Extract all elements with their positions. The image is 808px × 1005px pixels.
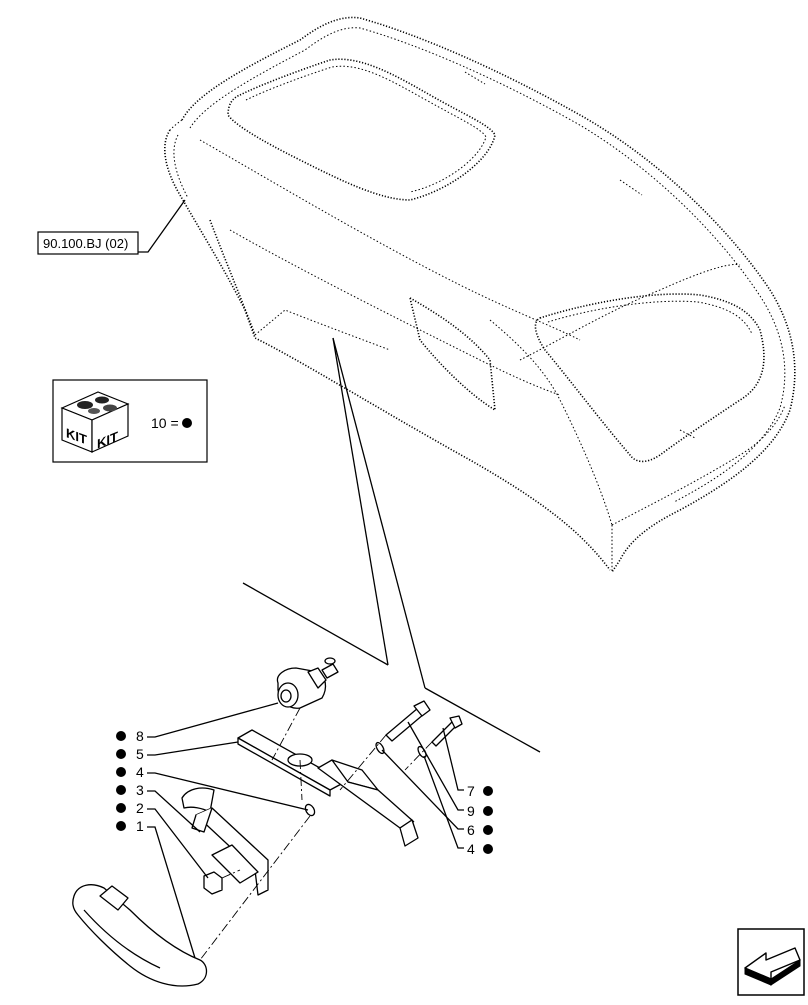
kit-legend-box: KIT KIT 10 = <box>52 379 208 463</box>
svg-text:4: 4 <box>136 764 144 780</box>
callout-right-4[interactable]: 4 <box>423 755 493 857</box>
kit-marker-dot <box>483 806 493 816</box>
callout-left-8[interactable]: 8 <box>116 702 279 744</box>
callouts-left: 8 5 4 3 2 1 <box>116 702 309 959</box>
part-4-washer-left <box>304 803 316 817</box>
kit-legend-label: 10 = <box>151 415 179 431</box>
part-9-bolt <box>431 715 463 747</box>
kit-marker-dot <box>483 786 493 796</box>
svg-text:5: 5 <box>136 746 144 762</box>
callout-right-9[interactable]: 9 <box>407 721 493 819</box>
kit-marker-dot <box>116 803 126 813</box>
kit-legend-dot <box>182 418 192 428</box>
reference-label-box <box>37 231 139 255</box>
svg-text:3: 3 <box>136 782 144 798</box>
kit-marker-dot <box>116 821 126 831</box>
kit-marker-dot <box>116 767 126 777</box>
kit-marker-dot <box>483 844 493 854</box>
reference-label-group: 90.100.BJ (02) <box>37 199 186 255</box>
callout-left-1[interactable]: 1 <box>116 818 196 959</box>
svg-text:9: 9 <box>467 803 475 819</box>
callouts-right: 7 9 6 4 <box>381 721 493 857</box>
svg-text:8: 8 <box>136 728 144 744</box>
callout-left-5[interactable]: 5 <box>116 741 239 762</box>
part-2-nut <box>203 871 223 895</box>
cab-roof-outline <box>164 16 796 573</box>
kit-marker-dot <box>116 785 126 795</box>
svg-text:4: 4 <box>467 841 475 857</box>
part-8-lock-cylinder <box>276 657 339 709</box>
callout-left-2[interactable]: 2 <box>116 800 209 879</box>
detail-leader-lines <box>242 337 541 753</box>
part-3-latch <box>181 787 269 896</box>
part-5-plate <box>237 729 346 797</box>
svg-text:6: 6 <box>467 822 475 838</box>
reference-label[interactable]: 90.100.BJ (02) <box>43 236 128 251</box>
svg-text:1: 1 <box>136 818 144 834</box>
kit-box-icon: KIT KIT <box>60 391 130 453</box>
callout-left-4[interactable]: 4 <box>116 764 309 811</box>
callout-right-6[interactable]: 6 <box>381 749 493 838</box>
part-bracket <box>317 759 419 847</box>
previous-page-arrow-icon[interactable] <box>737 928 805 996</box>
part-1-handle <box>72 884 208 987</box>
part-7-bolt <box>385 700 431 742</box>
svg-text:2: 2 <box>136 800 144 816</box>
kit-marker-dot <box>483 825 493 835</box>
svg-text:7: 7 <box>467 783 475 799</box>
assembly-centerlines <box>199 707 433 961</box>
callout-left-3[interactable]: 3 <box>116 782 201 833</box>
kit-marker-dot <box>116 731 126 741</box>
kit-marker-dot <box>116 749 126 759</box>
callout-right-7[interactable]: 7 <box>442 727 493 799</box>
